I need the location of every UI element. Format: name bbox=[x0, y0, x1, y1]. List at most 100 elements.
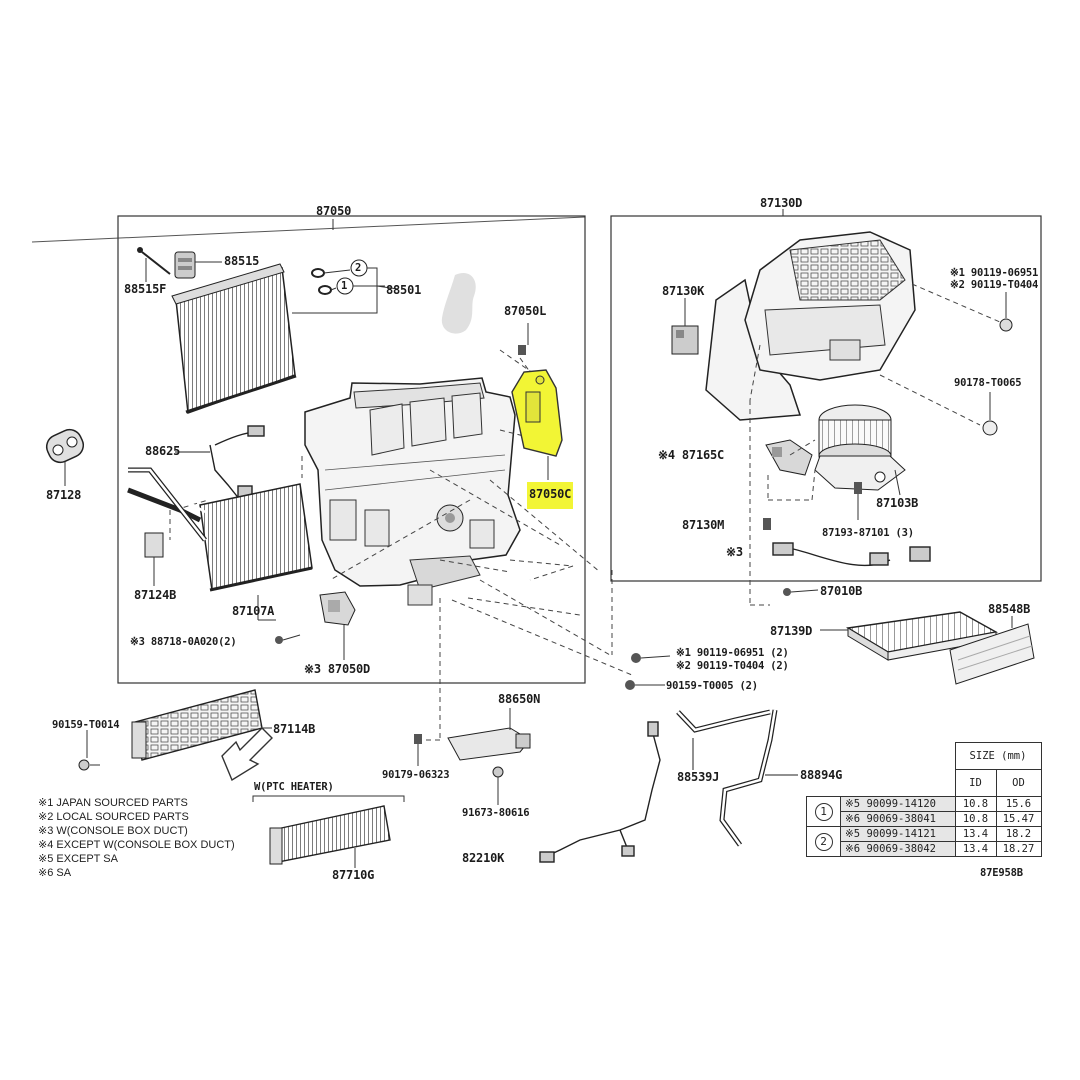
table-row: 2 ※5 90099-14121 13.4 18.2 bbox=[806, 826, 1042, 857]
heater-core bbox=[127, 467, 313, 621]
label-87114B[interactable]: 87114B bbox=[273, 722, 316, 736]
group-badge-1: 1 bbox=[814, 802, 833, 821]
label-90119-06951[interactable]: ※1 90119-06951 bbox=[950, 267, 1039, 279]
highlight-87050C bbox=[527, 482, 573, 509]
label-87139D[interactable]: 87139D bbox=[770, 624, 813, 638]
label-87130K[interactable]: 87130K bbox=[662, 284, 705, 298]
label-91673-80616[interactable]: 91673-80616 bbox=[462, 807, 530, 819]
bolt-91673 bbox=[492, 766, 504, 805]
screw-90159 bbox=[625, 680, 665, 690]
table-row: ※6 90069-38041 10.8 15.47 bbox=[807, 811, 1042, 827]
group-badge-2: 2 bbox=[814, 832, 833, 851]
label-87103B[interactable]: 87103B bbox=[876, 496, 919, 510]
label-88548B[interactable]: 88548B bbox=[988, 602, 1031, 616]
label-88650N[interactable]: 88650N bbox=[498, 692, 541, 706]
inner-diameter: 10.8 bbox=[954, 811, 997, 827]
resistor-87165C bbox=[765, 439, 813, 476]
group-label-87130D: 87130D bbox=[760, 196, 803, 210]
label-ptc-heater: W(PTC HEATER) bbox=[254, 781, 334, 793]
part-number: ※5 90099-14120 bbox=[840, 796, 956, 812]
screw-88718 bbox=[275, 634, 301, 644]
note-5: ※5 EXCEPT SA bbox=[38, 853, 118, 865]
filter-element-88548B bbox=[949, 616, 1035, 685]
motor-87050D bbox=[319, 591, 356, 660]
label-87128[interactable]: 87128 bbox=[46, 488, 82, 502]
label-87010B[interactable]: 87010B bbox=[820, 584, 863, 598]
group-label-87050: 87050 bbox=[316, 204, 352, 218]
label-90159-T0014[interactable]: 90159-T0014 bbox=[52, 719, 120, 731]
label-88718-0A020[interactable]: ※3 88718-0A020(2) bbox=[130, 636, 237, 648]
col-id: ID bbox=[954, 769, 997, 797]
blower-frame bbox=[610, 215, 1042, 582]
outer-diameter: 18.27 bbox=[995, 841, 1042, 857]
label-90119-06951-2[interactable]: ※1 90119-06951 (2) bbox=[676, 647, 789, 659]
outer-diameter: 15.6 bbox=[995, 796, 1042, 812]
label-star3: ※3 bbox=[726, 545, 743, 559]
part-number: ※6 90069-38042 bbox=[840, 841, 956, 857]
note-4: ※4 EXCEPT W(CONSOLE BOX DUCT) bbox=[38, 839, 235, 851]
col-od: OD bbox=[995, 769, 1042, 797]
note-6: ※6 SA bbox=[38, 867, 72, 879]
blower-motor bbox=[814, 404, 906, 520]
label-88501[interactable]: 88501 bbox=[386, 283, 422, 297]
screw-87130M bbox=[763, 518, 771, 530]
bolt-88515F bbox=[137, 247, 171, 282]
part-number: ※6 90069-38041 bbox=[840, 811, 956, 827]
expansion-valve bbox=[174, 251, 222, 279]
harness-82210K bbox=[539, 721, 661, 863]
circle-2: 2 bbox=[355, 262, 362, 274]
label-87165C[interactable]: ※4 87165C bbox=[658, 448, 725, 462]
harness-88625 bbox=[175, 425, 265, 501]
table-row: ※6 90069-38042 13.4 18.27 bbox=[807, 841, 1042, 857]
label-90119-T0404[interactable]: ※2 90119-T0404 bbox=[950, 279, 1039, 291]
outer-diameter: 15.47 bbox=[995, 811, 1042, 827]
evaporator-core bbox=[171, 263, 297, 415]
circle-1: 1 bbox=[341, 280, 348, 292]
label-88515F[interactable]: 88515F bbox=[124, 282, 167, 296]
screw-90119-top bbox=[999, 292, 1013, 332]
screw-90119-bottom bbox=[631, 653, 671, 663]
label-90178-T0065[interactable]: 90178-T0065 bbox=[954, 377, 1022, 389]
size-table: SIZE (mm) ID OD 1 ※5 90099-14120 10.8 15… bbox=[806, 742, 1042, 857]
ac-hose-88894G bbox=[719, 709, 798, 847]
inner-diameter: 13.4 bbox=[954, 826, 997, 842]
label-90119-T0404-2[interactable]: ※2 90119-T0404 (2) bbox=[676, 660, 789, 672]
outer-diameter: 18.2 bbox=[995, 826, 1042, 842]
screw-87010B bbox=[783, 588, 819, 596]
ptc-heater-87710G bbox=[252, 795, 405, 868]
label-90159-T0005[interactable]: 90159-T0005 (2) bbox=[666, 680, 758, 692]
hvac-housing bbox=[304, 377, 521, 606]
label-88894G[interactable]: 88894G bbox=[800, 768, 843, 782]
inner-diameter: 13.4 bbox=[954, 841, 997, 857]
label-90179-06323[interactable]: 90179-06323 bbox=[382, 769, 450, 781]
label-87050L[interactable]: 87050L bbox=[504, 304, 547, 318]
grommet-87128 bbox=[45, 428, 85, 486]
label-87130M[interactable]: 87130M bbox=[682, 518, 725, 532]
harness-star3 bbox=[772, 542, 931, 567]
inner-diameter: 10.8 bbox=[954, 796, 997, 812]
note-2: ※2 LOCAL SOURCED PARTS bbox=[38, 811, 189, 823]
size-table-title: SIZE (mm) bbox=[954, 742, 1042, 770]
label-87050D[interactable]: ※3 87050D bbox=[304, 662, 371, 676]
nut-90178 bbox=[982, 392, 998, 436]
label-88539J[interactable]: 88539J bbox=[677, 770, 720, 784]
label-87193-87101[interactable]: 87193-87101 (3) bbox=[822, 527, 914, 539]
part-number: ※5 90099-14121 bbox=[840, 826, 956, 842]
table-row: 1 ※5 90099-14120 10.8 15.6 bbox=[806, 796, 1042, 827]
clip-90179 bbox=[414, 734, 422, 766]
label-88625[interactable]: 88625 bbox=[145, 444, 181, 458]
diagram-code: 87E958B bbox=[980, 867, 1023, 879]
label-87710G[interactable]: 87710G bbox=[332, 868, 375, 882]
servo-87050C bbox=[511, 369, 563, 480]
label-87107A[interactable]: 87107A bbox=[232, 604, 275, 618]
cabin-filter bbox=[820, 611, 999, 661]
blower-housing bbox=[705, 231, 916, 421]
note-3: ※3 W(CONSOLE BOX DUCT) bbox=[38, 825, 188, 837]
label-87124B[interactable]: 87124B bbox=[134, 588, 177, 602]
clip-87130K bbox=[671, 298, 699, 355]
label-82210K[interactable]: 82210K bbox=[462, 851, 505, 865]
label-88515[interactable]: 88515 bbox=[224, 254, 260, 268]
clamp-87124B bbox=[144, 532, 164, 586]
evap-housing-frame bbox=[117, 215, 586, 684]
label-87050C[interactable]: 87050C bbox=[529, 487, 572, 501]
